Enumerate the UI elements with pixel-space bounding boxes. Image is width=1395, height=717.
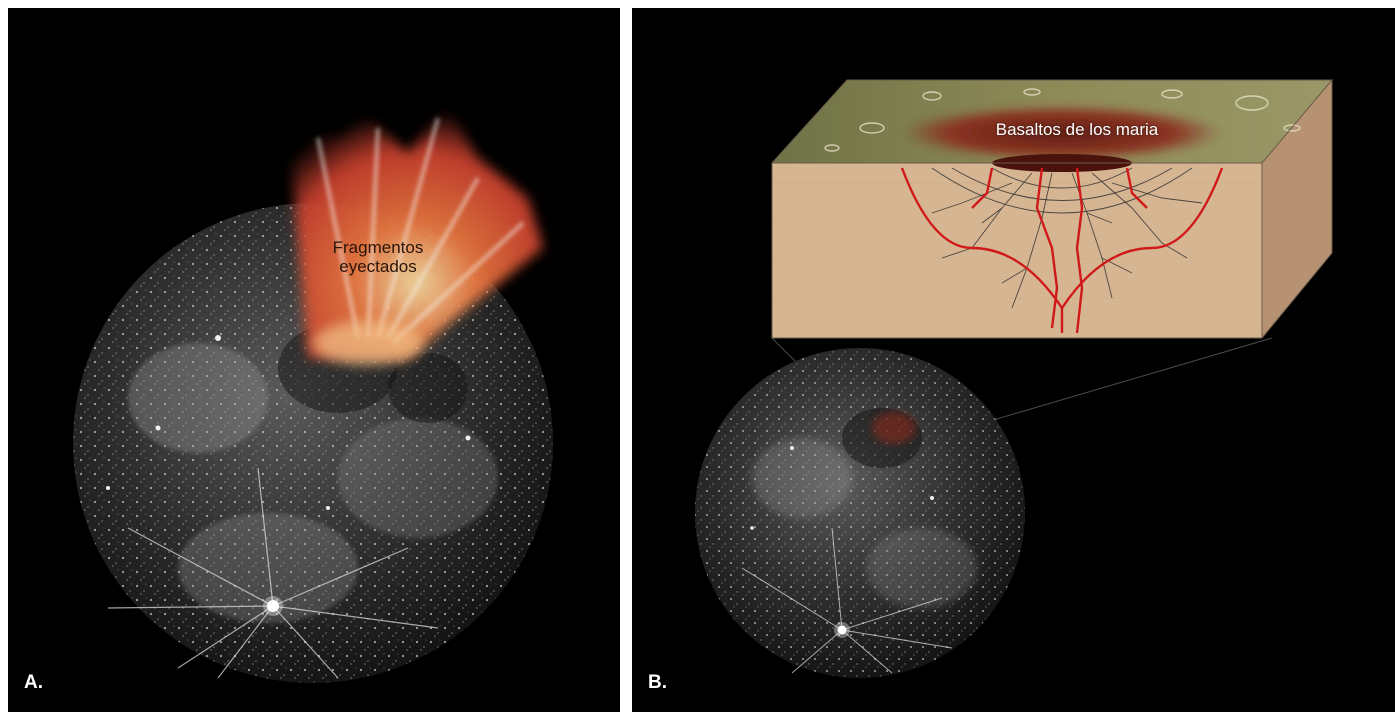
maria-basalt-label: Basaltos de los maria: [977, 120, 1177, 139]
panel-b-letter: B.: [648, 672, 667, 694]
ejecta-label: Fragmentos eyectados: [308, 238, 448, 276]
crust-block: [772, 80, 1332, 338]
panel-a-letter: A.: [24, 672, 43, 694]
panel-b: Basaltos de los maria B.: [632, 8, 1395, 712]
panel-b-illustration: [632, 8, 1395, 712]
moon-b: [695, 348, 1025, 678]
panel-a: Fragmentos eyectados A.: [8, 8, 620, 712]
panel-a-illustration: [8, 8, 620, 712]
